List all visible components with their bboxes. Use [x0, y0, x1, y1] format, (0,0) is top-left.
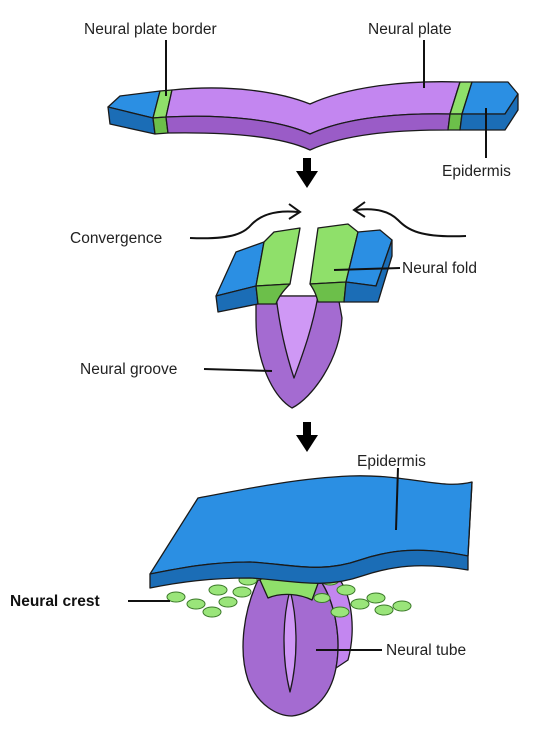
label-neural-fold: Neural fold: [402, 260, 477, 277]
crest-cell: [208, 584, 228, 596]
stage-neural-groove: Convergence Neural fold Neural groove: [70, 201, 477, 409]
crest-cell: [366, 592, 386, 604]
epidermis-sheet-back-edge: [467, 481, 473, 557]
crest-cell: [202, 606, 222, 618]
stage-arrow-1: [296, 158, 318, 188]
convergence-arrow-left: [189, 210, 299, 240]
epidermis-fold-right-side: [343, 239, 393, 303]
leader-neural-groove: [203, 368, 273, 372]
epidermis-sheet-side: [149, 549, 469, 589]
label-neural-crest: Neural crest: [10, 593, 100, 610]
crest-cell: [166, 591, 186, 603]
crest-cell: [186, 598, 206, 610]
crest-cell: [218, 596, 238, 608]
crest-cell: [336, 584, 356, 596]
neural-groove-lumen: [275, 295, 319, 379]
crest-cell: [392, 600, 412, 612]
leader-neural-fold: [333, 267, 401, 271]
stage-neural-plate: Neural plate border Neural plate Epiderm…: [84, 21, 519, 180]
stage-arrow-2: [296, 422, 318, 452]
crest-cell: [350, 598, 370, 610]
crest-cell: [330, 606, 350, 618]
neural-fold-left-side: [255, 283, 291, 305]
neural-fold-left: [255, 227, 301, 287]
label-neural-plate-border: Neural plate border: [84, 21, 217, 38]
epidermis-right-side: [459, 93, 519, 131]
leader-epidermis-bottom: [395, 467, 399, 531]
neural-tube-lumen: [283, 589, 297, 693]
label-neural-groove: Neural groove: [80, 361, 177, 378]
neural-fold-right-side: [309, 281, 347, 303]
crest-cell: [232, 586, 252, 598]
label-neural-tube: Neural tube: [386, 642, 466, 659]
label-convergence: Convergence: [70, 230, 162, 247]
label-epidermis-top: Epidermis: [442, 163, 511, 180]
crest-cell: [313, 593, 331, 603]
convergence-arrow-right: [355, 208, 467, 238]
label-epidermis-bottom: Epidermis: [357, 453, 426, 470]
label-neural-plate: Neural plate: [368, 21, 452, 38]
neural-crest-cells: [166, 574, 412, 618]
stage-neural-tube: Epidermis Neural crest Neural tube: [10, 453, 473, 717]
crest-cell: [374, 604, 394, 616]
